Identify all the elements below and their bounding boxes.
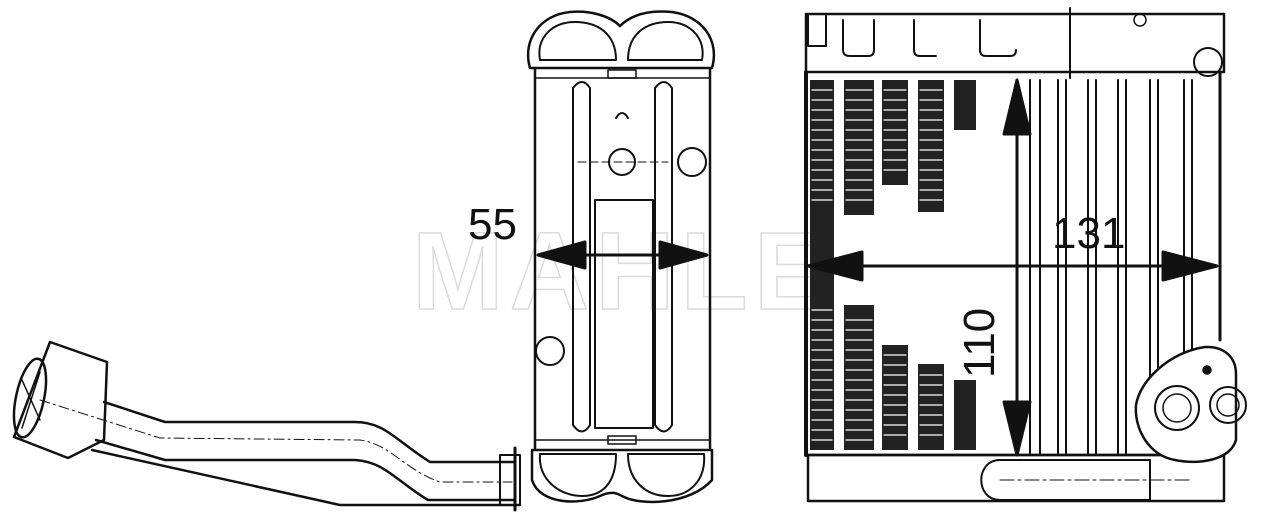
end-view xyxy=(526,10,716,504)
dimension-label-131: 131 xyxy=(1052,209,1126,258)
pipe-assembly xyxy=(12,340,522,512)
dimension-label-110: 110 xyxy=(955,307,1004,378)
front-view xyxy=(804,7,1247,503)
dimension-arrow-55 xyxy=(536,240,709,270)
dimension-label-55: 55 xyxy=(468,200,517,249)
dimension-arrow-110 xyxy=(1002,78,1032,457)
dimension-arrow-131 xyxy=(806,250,1219,282)
brand-watermark: MAHLE xyxy=(411,209,834,334)
